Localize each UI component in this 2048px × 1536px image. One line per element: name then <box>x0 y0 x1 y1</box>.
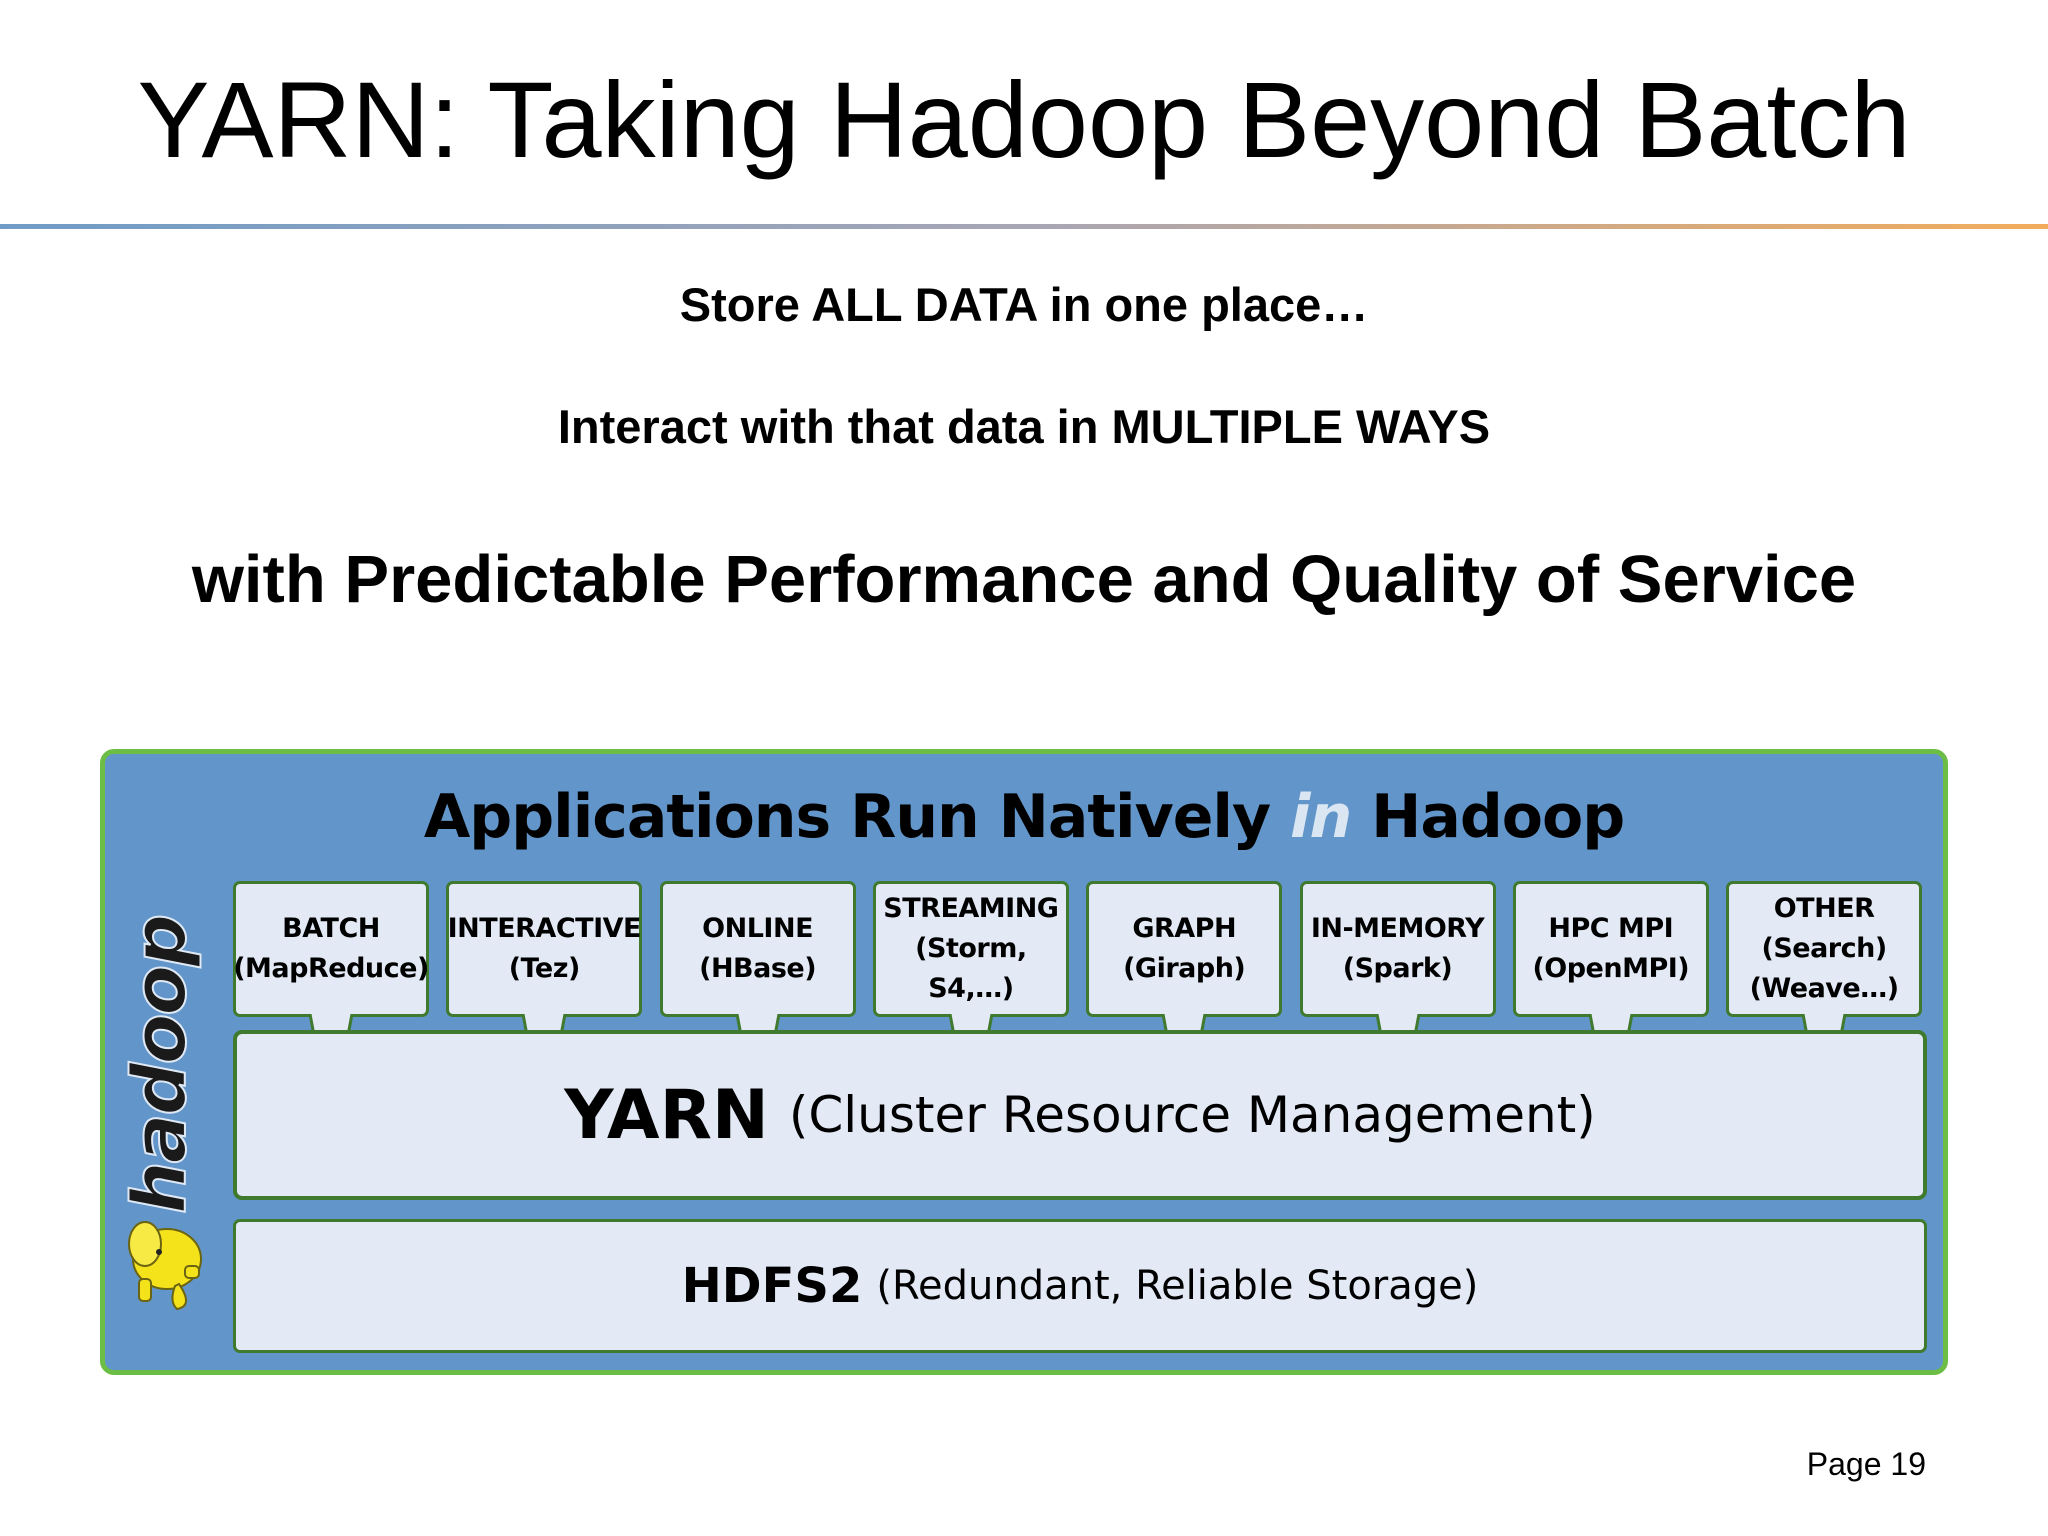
yarn-label: YARN <box>564 1075 769 1155</box>
heading-part-1: Applications Run Natively <box>423 782 1271 852</box>
app-box-line1: ONLINE <box>702 913 814 944</box>
subtitle-performance: with Predictable Performance and Quality… <box>191 542 1857 617</box>
app-box-line2: (Tez) <box>508 953 581 984</box>
app-box: IN-MEMORY (Spark) <box>1299 881 1496 1017</box>
app-box-line2: (OpenMPI) <box>1532 953 1690 984</box>
slide-title: YARN: Taking Hadoop Beyond Batch <box>137 59 1911 180</box>
subtitle-store-data: Store ALL DATA in one place… <box>679 278 1369 331</box>
app-box-line1: INTERACTIVE <box>447 913 642 944</box>
app-box-line1: GRAPH <box>1132 913 1237 944</box>
app-box: INTERACTIVE (Tez) <box>446 881 643 1017</box>
hadoop-logo-icon: hadoop <box>119 915 204 1311</box>
app-box: BATCH (MapReduce) <box>233 881 429 1017</box>
applications-heading: Applications Run Natively in Hadoop <box>105 781 1943 853</box>
hdfs-label: HDFS2 <box>681 1258 863 1314</box>
app-box-line1: OTHER <box>1773 893 1875 924</box>
subtitle-interact: Interact with that data in MULTIPLE WAYS <box>557 400 1491 453</box>
elephant-icon <box>128 1221 202 1311</box>
app-box-line3: (Weave…) <box>1749 973 1899 1004</box>
app-box-line2: (MapReduce) <box>233 953 429 984</box>
app-box-line1: STREAMING <box>883 893 1059 924</box>
title-divider <box>0 224 2048 229</box>
app-box-line1: HPC MPI <box>1548 913 1674 944</box>
app-box-line2: (Spark) <box>1342 953 1453 984</box>
hadoop-stack-diagram: Applications Run Natively in Hadoop hado… <box>100 749 1948 1375</box>
app-box: HPC MPI (OpenMPI) <box>1512 881 1709 1017</box>
heading-in-word: in <box>1289 782 1352 852</box>
hadoop-logo-text: hadoop <box>119 916 203 1214</box>
hdfs-description: (Redundant, Reliable Storage) <box>876 1263 1479 1309</box>
app-box-line1: IN-MEMORY <box>1310 913 1485 944</box>
app-box-line2: (Storm, S4,…) <box>915 933 1027 1004</box>
page-number: Page 19 <box>1806 1446 1926 1482</box>
app-box: OTHER (Search) (Weave…) <box>1726 881 1923 1017</box>
yarn-layer: YARN (Cluster Resource Management) <box>233 1030 1927 1200</box>
app-box: STREAMING (Storm, S4,…) <box>872 881 1069 1017</box>
yarn-description: (Cluster Resource Management) <box>788 1086 1596 1144</box>
app-box-line2: (Search) <box>1761 933 1887 964</box>
app-box-line2: (HBase) <box>699 953 817 984</box>
app-box-line1: BATCH <box>282 913 380 944</box>
heading-part-2: Hadoop <box>1371 782 1625 852</box>
hdfs-layer: HDFS2 (Redundant, Reliable Storage) <box>233 1219 1927 1353</box>
app-box-line2: (Giraph) <box>1123 953 1246 984</box>
app-box: GRAPH (Giraph) <box>1086 881 1283 1017</box>
app-box: ONLINE (HBase) <box>659 881 856 1017</box>
